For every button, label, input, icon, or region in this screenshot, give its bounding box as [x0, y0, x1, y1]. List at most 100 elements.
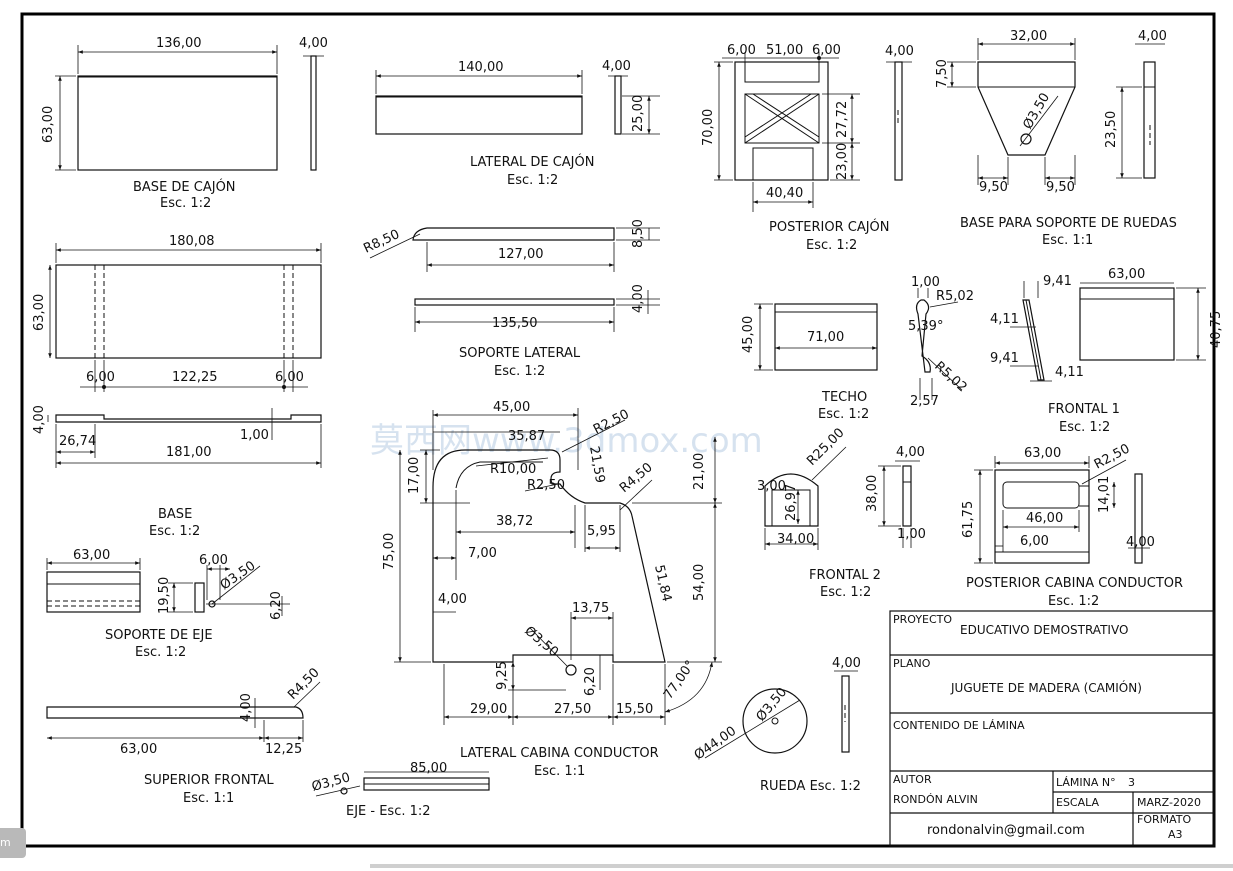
- scale-se: Esc. 1:2: [135, 645, 186, 660]
- dim-eje-hole: Ø3,50: [310, 770, 352, 795]
- dim-posterior-cajon-right: 6,00: [812, 43, 841, 58]
- scale-pc: Esc. 1:2: [1048, 594, 1099, 609]
- dim-techo-width: 71,00: [807, 330, 844, 345]
- dim-lc-top: 45,00: [493, 400, 530, 415]
- tb-proyecto-value: EDUCATIVO DEMOSTRATIVO: [960, 623, 1128, 637]
- dim-f1-b: 2,57: [910, 394, 939, 409]
- tb-email: rondonalvin@gmail.com: [927, 823, 1085, 838]
- dim-f2-34: 34,00: [777, 532, 814, 547]
- title-se: SOPORTE DE EJE: [105, 628, 213, 643]
- title-sf: SUPERIOR FRONTAL: [144, 773, 274, 788]
- dim-posterior-cajon-mid: 51,00: [766, 43, 803, 58]
- dim-f1-ang: 5,39°: [908, 319, 943, 334]
- title-rueda: RUEDA Esc. 1:2: [760, 779, 861, 794]
- dim-lc-ang: 77,00°: [661, 658, 698, 702]
- dim-f1-e: 9,41: [990, 351, 1019, 366]
- dim-pc-width: 63,00: [1024, 446, 1061, 461]
- tb-formato-value: A3: [1168, 828, 1183, 841]
- title-base-cajon: BASE DE CAJÓN: [133, 179, 236, 195]
- part-base: 180,08 63,00 6,00 122,25 6,00 4,00 26,74…: [32, 234, 322, 539]
- scale-sl: Esc. 1:2: [494, 364, 545, 379]
- scale-base: Esc. 1:2: [149, 524, 200, 539]
- dim-f1-d: 4,11: [990, 312, 1019, 327]
- dim-f1-width: 63,00: [1108, 267, 1145, 282]
- dim-lateral-cajon-thick: 4,00: [602, 59, 631, 74]
- tb-escala-label: ESCALA: [1056, 796, 1100, 809]
- dim-pc-1401: 14,01: [1097, 476, 1112, 513]
- tb-autor-value: RONDÓN ALVIN: [893, 793, 978, 806]
- dim-f2-4: 4,00: [896, 445, 925, 460]
- tb-contenido-label: CONTENIDO DE LÁMINA: [893, 719, 1025, 732]
- part-techo: 45,00 71,00 TECHO Esc. 1:2: [741, 303, 878, 422]
- dim-f1-c: 9,41: [1043, 274, 1072, 289]
- sheet-frame: [20, 12, 1216, 848]
- dim-posterior-cajon-left: 6,00: [727, 43, 756, 58]
- part-frontal2: R25,00 3,00 26,97 34,00 4,00 38,00 1,00 …: [757, 426, 926, 600]
- dim-base-cajon-height: 63,00: [41, 106, 56, 143]
- dim-lc-r10: R10,00: [490, 462, 536, 477]
- dim-posterior-cajon-x: 27,72: [835, 101, 850, 138]
- dim-pc-4: 4,00: [1126, 535, 1155, 550]
- dim-lc-62: 6,20: [583, 667, 598, 696]
- tb-lamina-value: 3: [1128, 776, 1135, 789]
- dim-sf-63: 63,00: [120, 742, 157, 757]
- dim-posterior-cajon-low: 23,00: [835, 143, 850, 180]
- watermark-text: 莫西网www.3dmox.com: [370, 421, 763, 461]
- dim-base-l: 6,00: [86, 370, 115, 385]
- dim-f1-f: 4,11: [1055, 365, 1084, 380]
- dim-base-r: 6,00: [275, 370, 304, 385]
- dim-lc-4: 4,00: [438, 592, 467, 607]
- dim-f2-r: R25,00: [804, 426, 847, 469]
- part-posterior-cajon: 6,00 51,00 6,00 70,00 27,72 23,00 40,40 …: [701, 43, 914, 253]
- dim-lateral-cajon-width: 140,00: [458, 60, 504, 75]
- dim-lc-3587: 35,87: [508, 429, 545, 444]
- scale-f2: Esc. 1:2: [820, 585, 871, 600]
- dim-posterior-cajon-height: 70,00: [701, 109, 716, 146]
- dim-posterior-cajon-bottom: 40,40: [766, 186, 803, 201]
- side-tab[interactable]: m: [0, 828, 26, 858]
- dim-bsr-hole: Ø3,50: [1020, 91, 1053, 132]
- title-techo: TECHO: [821, 390, 867, 405]
- scale-base-cajon: Esc. 1:2: [160, 196, 211, 211]
- dim-base-cajon-width: 136,00: [156, 36, 202, 51]
- part-eje: 85,00 Ø3,50 EJE - Esc. 1:2: [310, 761, 490, 819]
- dim-lc-2159: 21,59: [586, 445, 607, 484]
- dim-lc-275: 27,50: [554, 702, 591, 717]
- dim-f2-3: 3,00: [757, 479, 786, 494]
- scale-techo: Esc. 1:2: [818, 407, 869, 422]
- tb-autor-label: AUTOR: [893, 773, 932, 786]
- part-base-cajon: 136,00 63,00 4,00 BASE DE CAJÓN Esc. 1:2: [41, 36, 328, 211]
- dim-sl-thick: 4,00: [631, 284, 646, 313]
- dim-pc-height: 61,75: [961, 501, 976, 538]
- dim-f1-height: 40,75: [1209, 311, 1224, 348]
- dim-f1-r2: R5,02: [931, 359, 969, 396]
- dim-base-thick: 4,00: [32, 405, 47, 434]
- dim-bsr-height: 23,50: [1104, 111, 1119, 148]
- dim-lateral-cajon-height: 25,00: [631, 95, 646, 132]
- dim-se-6: 6,00: [199, 553, 228, 568]
- dim-pc-46: 46,00: [1026, 511, 1063, 526]
- tb-fecha-value: MARZ-2020: [1137, 796, 1201, 809]
- part-lateral-cajon: 140,00 4,00 25,00 LATERAL DE CAJÓN Esc. …: [375, 59, 660, 188]
- dim-sf-4: 4,00: [239, 693, 254, 722]
- dim-lc-75: 75,00: [382, 533, 397, 570]
- dim-f1-r1: R5,02: [936, 289, 974, 304]
- tb-lamina-label: LÁMINA N°: [1056, 776, 1116, 789]
- dim-lc-54: 54,00: [692, 564, 707, 601]
- title-eje: EJE - Esc. 1:2: [346, 804, 431, 819]
- scale-posterior-cajon: Esc. 1:2: [806, 238, 857, 253]
- title-sl: SOPORTE LATERAL: [459, 346, 581, 361]
- part-posterior-cabina: 63,00 R2,50 61,75 14,01 46,00 6,00 4,00 …: [961, 441, 1183, 609]
- dim-base-cajon-thick: 4,00: [299, 36, 328, 51]
- dim-f1-a: 1,00: [911, 275, 940, 290]
- dim-base-total: 181,00: [166, 445, 212, 460]
- dim-f2-1: 1,00: [897, 527, 926, 542]
- dim-sl-len: 127,00: [498, 247, 544, 262]
- part-soporte-eje: 63,00 6,00 Ø3,50 19,50 6,20 SOPORTE DE E…: [46, 548, 290, 660]
- dim-rueda-hole: Ø3,50: [754, 685, 791, 725]
- dim-posterior-cajon-thick: 4,00: [885, 44, 914, 59]
- scale-bsr: Esc. 1:1: [1042, 233, 1093, 248]
- dim-base-width: 180,08: [169, 234, 215, 249]
